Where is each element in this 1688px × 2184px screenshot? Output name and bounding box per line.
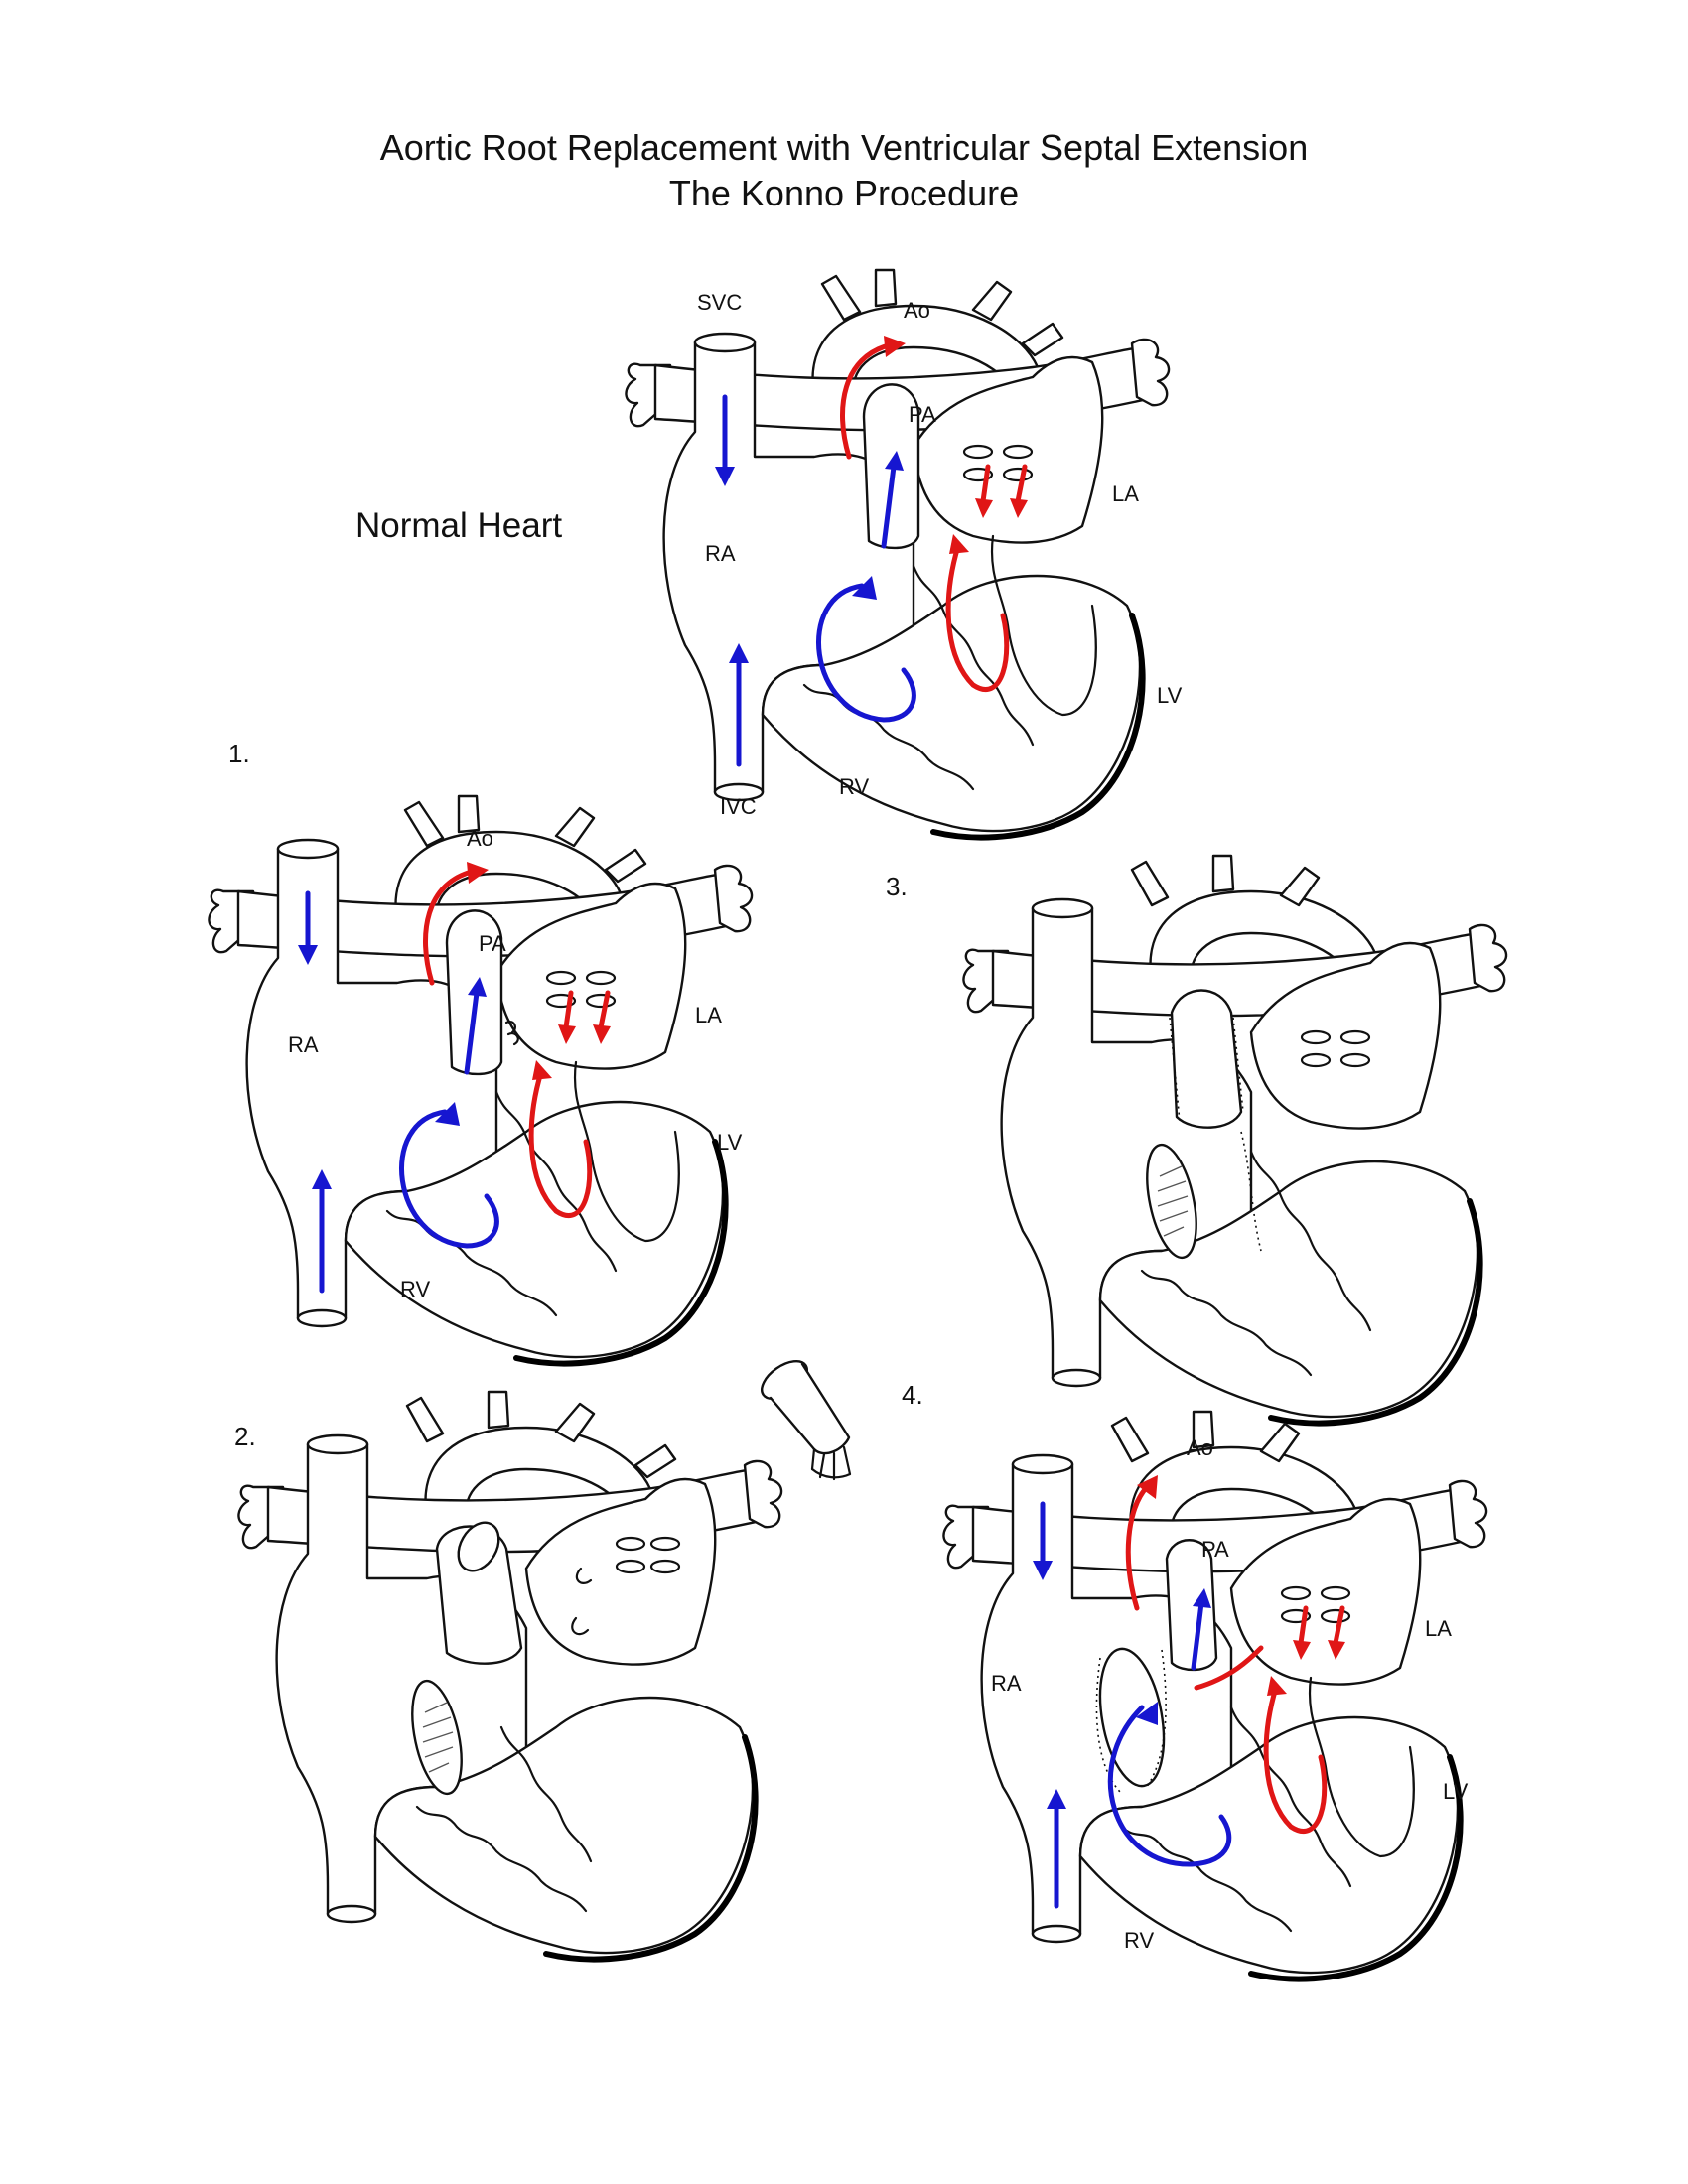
rv-label: RV [1124, 1928, 1154, 1953]
rv-label: RV [400, 1277, 430, 1301]
step-1-diagram: Ao PA LA RA LV RV [208, 794, 754, 1367]
lv-label: LV [1443, 1779, 1469, 1804]
diagram-subtitle: The Konno Procedure [668, 173, 1020, 213]
ra-label: RA [991, 1671, 1022, 1696]
right-pulmonary-veins [1130, 338, 1171, 407]
step-3-diagram [962, 854, 1508, 1427]
la-label: LA [1425, 1616, 1452, 1641]
la-label: LA [1112, 481, 1139, 506]
normal-heart-caption: Normal Heart [355, 506, 563, 545]
step-4-number: 4. [902, 1380, 923, 1410]
ivc-label: IVC [720, 794, 757, 819]
pa-label: PA [479, 931, 506, 956]
pa-label: PA [909, 402, 936, 427]
rv-label: RV [839, 774, 869, 799]
ra-label: RA [288, 1032, 319, 1057]
left-atrium [912, 355, 1104, 544]
aortic-root-graft [761, 1359, 852, 1481]
step-3-number: 3. [886, 872, 908, 901]
step-1-number: 1. [228, 739, 250, 768]
ao-label: Ao [467, 826, 493, 851]
ao-label: Ao [904, 298, 930, 323]
step-4-diagram: Ao PA LA RA LV RV [942, 1410, 1488, 1982]
ao-label: Ao [1187, 1435, 1213, 1460]
svc-label: SVC [697, 290, 742, 315]
lv-label: LV [717, 1130, 743, 1155]
la-label: LA [695, 1003, 722, 1027]
lv-label: LV [1157, 683, 1183, 708]
step-2-diagram [237, 1390, 783, 1963]
pa-label: PA [1201, 1537, 1229, 1562]
ra-label: RA [705, 541, 736, 566]
step-2-number: 2. [234, 1422, 256, 1451]
normal-heart-diagram: SVC Ao PA LA RA LV IVC RV [625, 268, 1183, 841]
diagram-title: Aortic Root Replacement with Ventricular… [379, 127, 1309, 168]
